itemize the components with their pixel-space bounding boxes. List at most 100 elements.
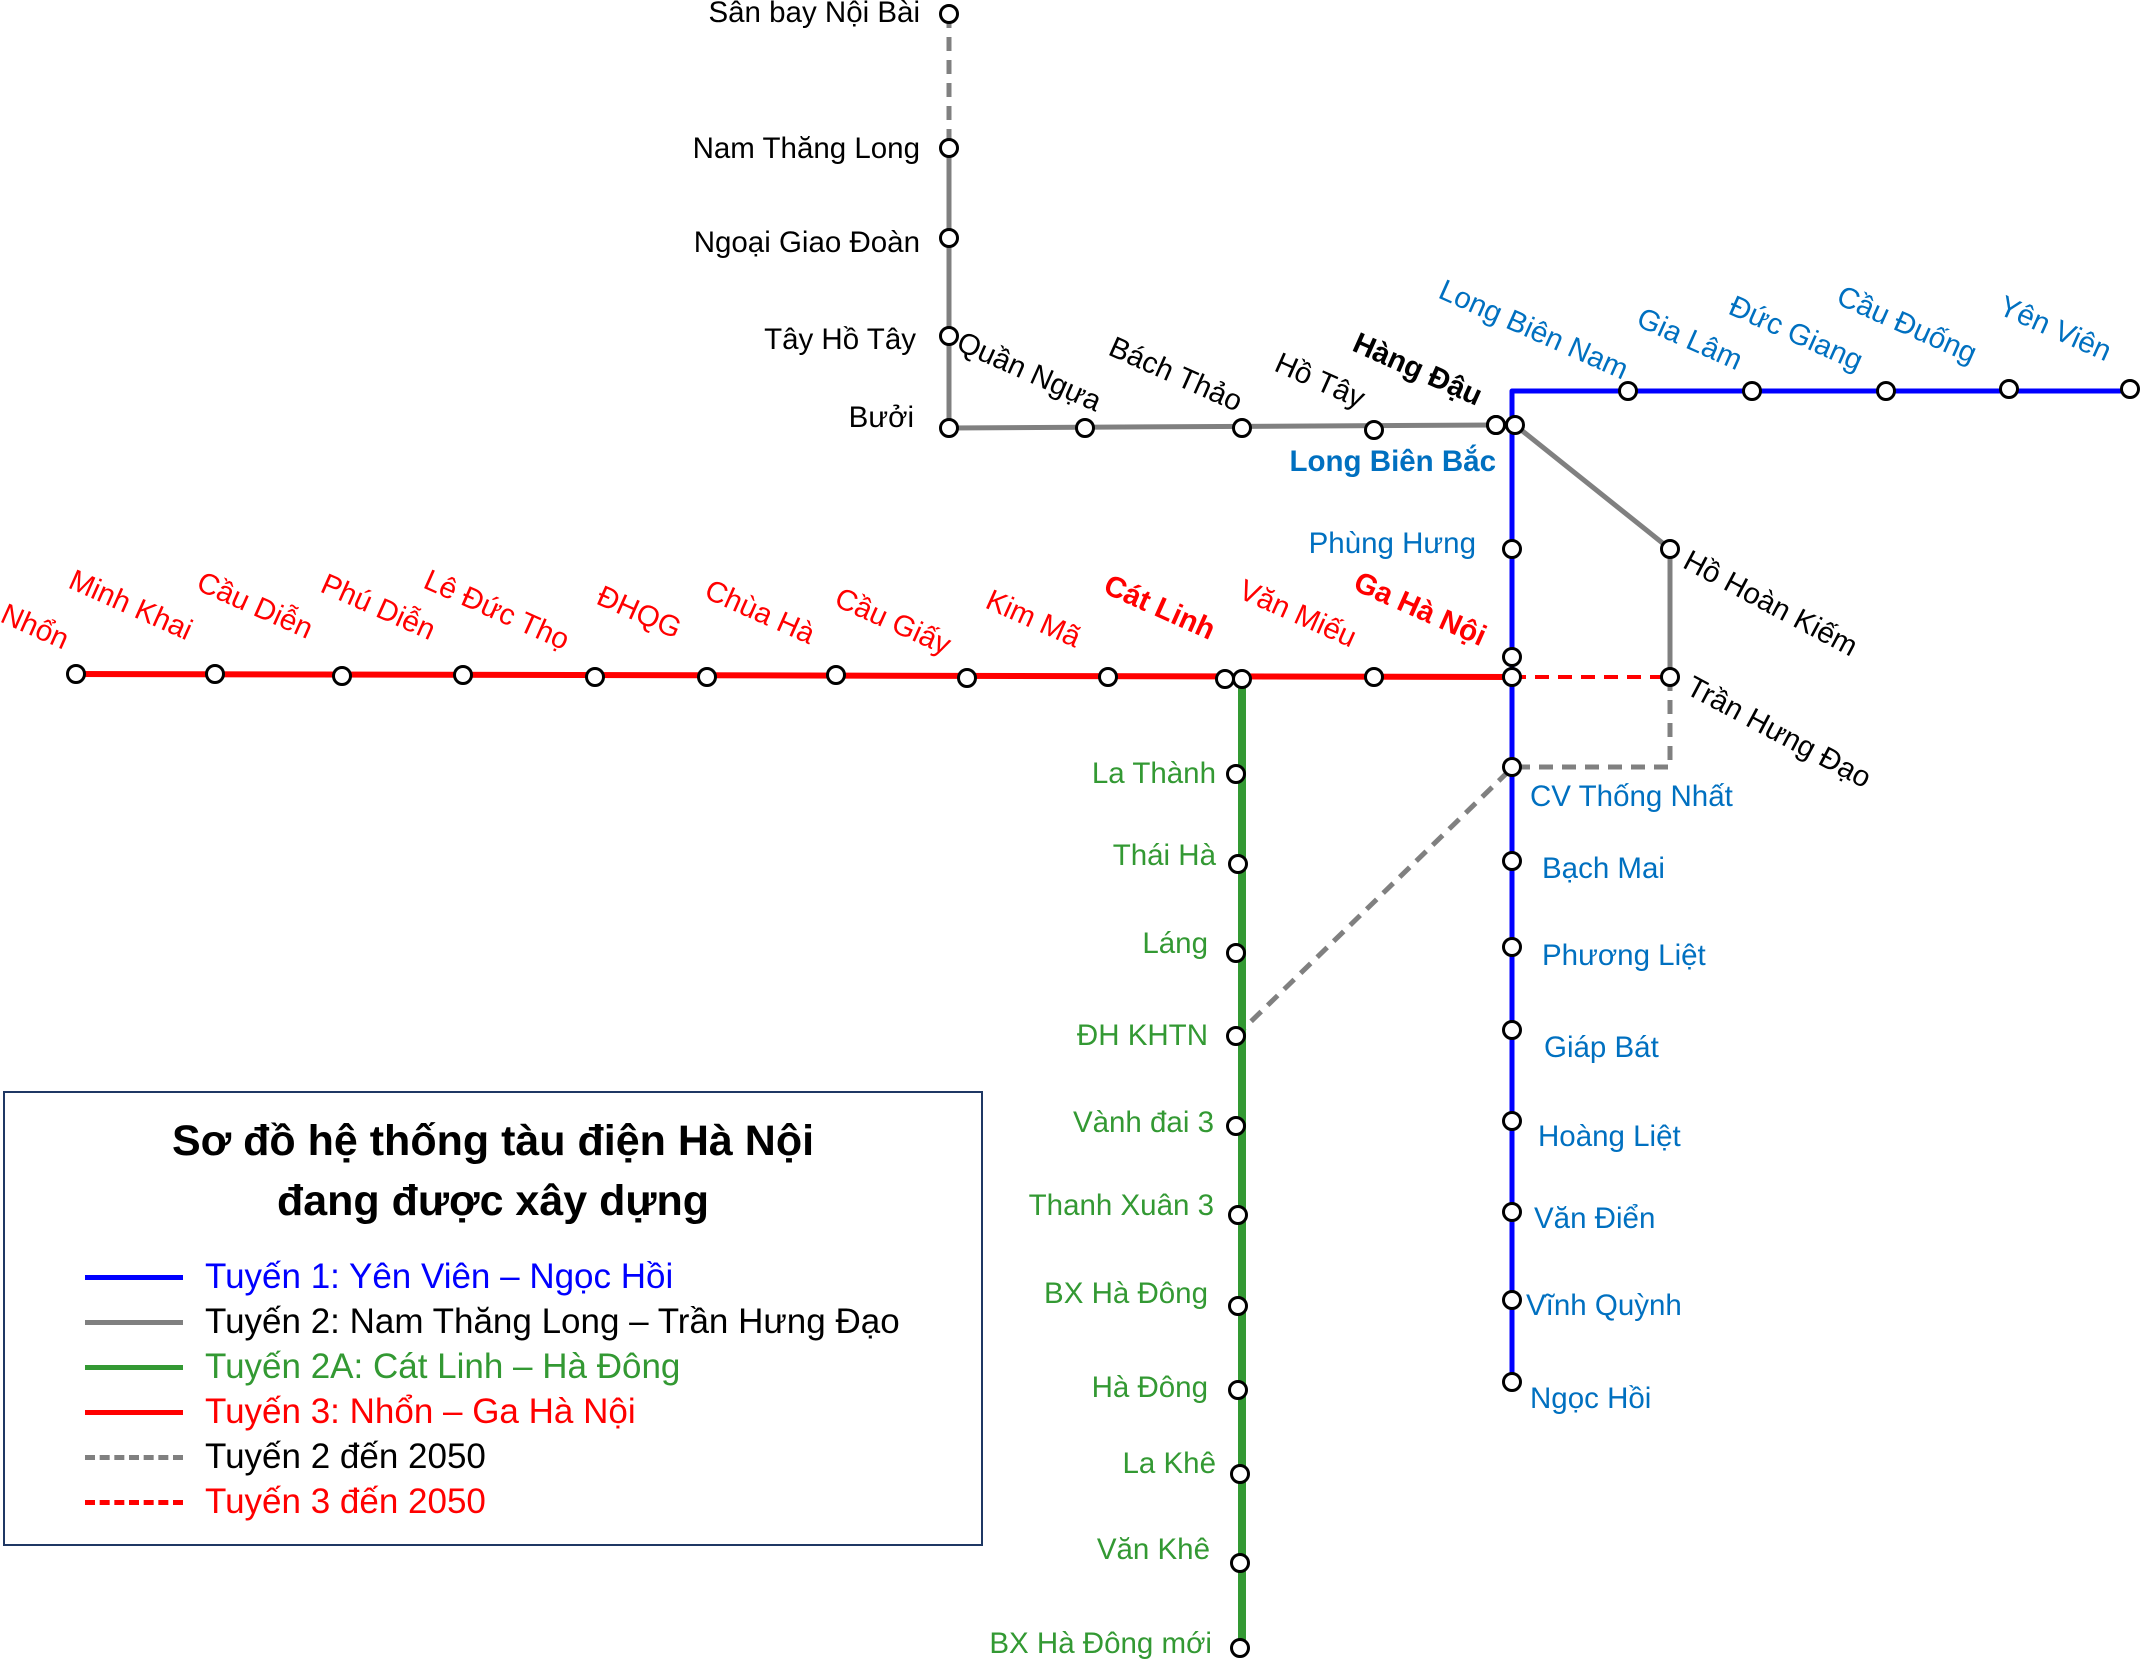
station-phu-dien-l3-label: Phú Diễn xyxy=(316,567,440,647)
station-quan-ngua-dot xyxy=(1075,418,1095,438)
station-phung-hung-dot xyxy=(1502,539,1522,559)
station-dh-khtn-l2a-label: ĐH KHTN xyxy=(1077,1019,1208,1052)
station-hoang-liet-dot xyxy=(1502,1111,1522,1131)
station-ngoc-hoi-label: Ngọc Hồi xyxy=(1530,1382,1651,1415)
station-thai-ha-l2a-dot xyxy=(1228,854,1248,874)
station-gia-lam-dot xyxy=(1742,381,1762,401)
legend-label: Tuyến 3 đến 2050 xyxy=(205,1482,486,1521)
station-nhon-l3-label: Nhổn xyxy=(0,597,74,656)
station-bx-ha-dong-l2a-dot xyxy=(1228,1296,1248,1316)
station-thanh-xuan-3-l2a-label: Thanh Xuân 3 xyxy=(1029,1189,1214,1222)
line1-track xyxy=(1509,388,2130,1383)
station-cau-giay-l3-dot xyxy=(957,668,977,688)
station-vanh-dai-3-l2a-dot xyxy=(1226,1116,1246,1136)
station-hoang-liet-label: Hoàng Liệt xyxy=(1538,1120,1681,1153)
station-la-thanh-l2a-dot xyxy=(1226,764,1246,784)
station-minh-khai-l3-label: Minh Khai xyxy=(64,563,197,647)
station-bach-thao-dot xyxy=(1232,418,1252,438)
legend-label: Tuyến 3: Nhổn – Ga Hà Nội xyxy=(205,1392,636,1431)
station-ngoc-hoi-dot xyxy=(1502,1372,1522,1392)
legend-swatch xyxy=(85,1499,183,1505)
station-phuong-liet-label: Phương Liệt xyxy=(1542,939,1706,972)
station-yen-vien-label: Yên Viên xyxy=(1994,289,2116,368)
hang-dau-dot xyxy=(1486,415,1506,435)
station-minh-khai-l3-dot xyxy=(205,664,225,684)
station-cau-dien-l3-dot xyxy=(332,666,352,686)
station-bx-ha-dong-l2a-label: BX Hà Đông xyxy=(1044,1277,1208,1310)
station-lang-l2a-label: Láng xyxy=(1142,927,1208,960)
station-cv-thong-nhat-label: CV Thống Nhất xyxy=(1530,780,1733,813)
station-kim-ma-l3-label: Kim Mã xyxy=(981,583,1086,654)
station-bx-ha-dong-moi-l2a-dot xyxy=(1230,1638,1250,1658)
line3-track xyxy=(75,671,1513,680)
legend-title-line1: Sơ đồ hệ thống tàu điện Hà Nội xyxy=(171,1117,815,1165)
station-tay-ho-tay-dot xyxy=(939,326,959,346)
station-tran-hung-dao-label: Trần Hưng Đạo xyxy=(1681,670,1877,795)
station-giap-bat-dot xyxy=(1502,1020,1522,1040)
station-la-khe-l2a-dot xyxy=(1230,1464,1250,1484)
station-long-bien-nam-label: Long Biên Nam xyxy=(1434,273,1633,386)
legend-swatch xyxy=(85,1364,183,1370)
station-phu-dien-l3-dot xyxy=(453,665,473,685)
station-ho-tay-dot xyxy=(1364,420,1384,440)
station-chua-ha-l3-dot xyxy=(826,665,846,685)
station-thanh-xuan-3-l2a-dot xyxy=(1228,1205,1248,1225)
station-van-mieu-l3-label: Văn Miếu xyxy=(1234,573,1361,654)
legend-item: Tuyến 2A: Cát Linh – Hà Đông xyxy=(85,1345,680,1389)
station-van-dien-dot xyxy=(1502,1202,1522,1222)
legend-label: Tuyến 2: Nam Thăng Long – Trần Hưng Đạo xyxy=(205,1302,900,1341)
station-vanh-dai-3-l2a-label: Vành đai 3 xyxy=(1073,1106,1214,1139)
station-phuong-liet-dot xyxy=(1502,937,1522,957)
legend-item: Tuyến 2 đến 2050 xyxy=(85,1435,486,1479)
station-la-khe-l2a-label: La Khê xyxy=(1123,1447,1217,1480)
station-yen-vien-dot xyxy=(2120,379,2140,399)
station-cat-linh-l3-label: Cát Linh xyxy=(1099,568,1220,646)
station-van-khe-l2a-dot xyxy=(1230,1553,1250,1573)
station-cau-duong-dot xyxy=(1999,379,2019,399)
station-thai-ha-l2a-label: Thái Hà xyxy=(1113,839,1217,872)
station-le-duc-tho-l3-dot xyxy=(585,667,605,687)
station-tay-ho-tay-label: Tây Hồ Tây xyxy=(764,323,916,356)
legend-item: Tuyến 2: Nam Thăng Long – Trần Hưng Đạo xyxy=(85,1300,900,1344)
station-la-thanh-l2a-label: La Thành xyxy=(1092,757,1216,790)
legend-swatch xyxy=(85,1319,183,1325)
station-long-bien-nam-dot xyxy=(1618,381,1638,401)
legend-label: Tuyến 1: Yên Viên – Ngọc Hồi xyxy=(205,1257,674,1296)
station-bx-ha-dong-moi-l2a-label: BX Hà Đông mới xyxy=(989,1627,1212,1660)
legend-item: Tuyến 3: Nhổn – Ga Hà Nội xyxy=(85,1390,636,1434)
station-vinh-quynh-dot xyxy=(1502,1290,1522,1310)
station-long-bien-bac-label: Long Biên Bắc xyxy=(1289,444,1496,478)
station-van-mieu-l3-dot xyxy=(1364,667,1384,687)
station-giap-bat-label: Giáp Bát xyxy=(1544,1031,1659,1064)
legend-swatch xyxy=(85,1409,183,1415)
station-dhqg-l3-label: ĐHQG xyxy=(592,579,686,645)
station-dh-khtn-l2a-dot xyxy=(1226,1026,1246,1046)
station-ho-hoan-kiem-dot xyxy=(1660,539,1680,559)
station-phung-hung-label: Phùng Hưng xyxy=(1309,527,1476,560)
station-van-khe-l2a-label: Văn Khê xyxy=(1097,1533,1210,1566)
station-hang-dau-label: Hàng Đậu xyxy=(1348,326,1487,412)
line2-future-track-south xyxy=(1234,677,1673,1038)
station-cau-dien-l3-label: Cầu Diễn xyxy=(192,565,318,645)
station-tran-hung-dao-dot xyxy=(1660,667,1680,687)
station-bach-mai-label: Bạch Mai xyxy=(1542,852,1665,885)
station-chua-ha-l3-label: Chùa Hà xyxy=(700,573,820,651)
station-nam-thang-long-label: Nam Thăng Long xyxy=(693,132,920,165)
station-buoi-dot xyxy=(939,418,959,438)
legend-swatch xyxy=(85,1454,183,1460)
station-vinh-quynh-label: Vĩnh Quỳnh xyxy=(1526,1289,1682,1322)
station-ga-ha-noi-l3-label: Ga Hà Nội xyxy=(1349,565,1491,652)
station-ha-dong-l2a-label: Hà Đông xyxy=(1092,1371,1208,1404)
legend-label: Tuyến 2 đến 2050 xyxy=(205,1437,486,1476)
station-san-bay-noi-bai-label: Sân bay Nội Bài xyxy=(708,0,920,29)
station-bach-thao-label: Bách Thảo xyxy=(1104,330,1247,418)
station-ho-hoan-kiem-label: Hồ Hoàn Kiếm xyxy=(1678,544,1863,663)
station-ha-dong-l2a-dot xyxy=(1228,1380,1248,1400)
legend-label: Tuyến 2A: Cát Linh – Hà Đông xyxy=(205,1347,681,1386)
station-dhqg-l3-dot xyxy=(697,667,717,687)
station-buoi-label: Bưởi xyxy=(849,401,914,434)
station-ngoai-giao-doan-dot xyxy=(939,228,959,248)
station-bach-mai-dot xyxy=(1502,851,1522,871)
legend-item: Tuyến 1: Yên Viên – Ngọc Hồi xyxy=(85,1255,673,1299)
